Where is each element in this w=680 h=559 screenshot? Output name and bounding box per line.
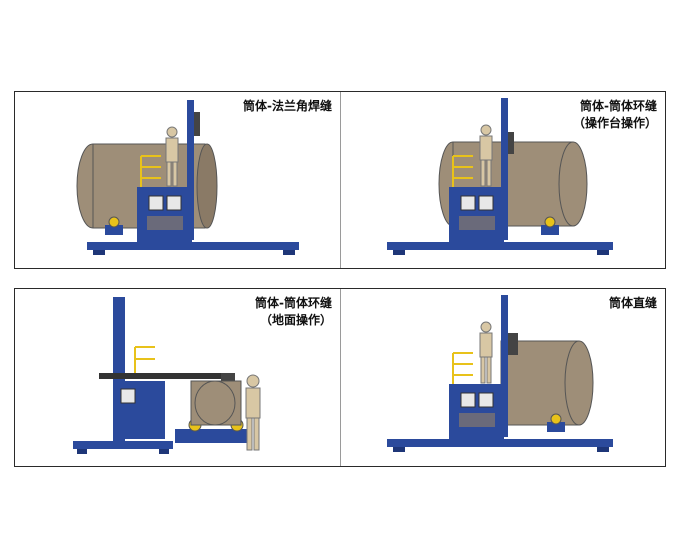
caption-line: 筒体直缝	[608, 296, 657, 310]
rail-foot	[159, 449, 169, 454]
operator-head	[246, 374, 260, 388]
operator-leg	[486, 159, 492, 187]
manipulator-column	[187, 100, 194, 240]
vessel-end-cap	[194, 380, 236, 426]
operator-leg	[486, 356, 492, 384]
weld-head	[194, 112, 200, 136]
rail-foot	[93, 250, 105, 255]
welding-manipulator-diagram	[387, 295, 613, 452]
panel-caption: 筒体直缝	[609, 295, 657, 312]
base-rail	[387, 242, 613, 250]
operator-body	[245, 387, 261, 419]
roller-bed	[541, 225, 559, 235]
operator-head	[166, 126, 178, 138]
welding-manipulator-diagram	[76, 100, 299, 255]
bottom-figure-frame: 筒体-筒体环缝 （地面操作）	[14, 288, 666, 467]
caption-line: 筒体-法兰角焊缝	[243, 99, 332, 113]
control-panel	[460, 195, 476, 211]
panel-flange-fillet-weld: 筒体-法兰角焊缝	[15, 92, 340, 268]
wire-feeder	[459, 413, 495, 427]
operator-head	[480, 124, 492, 136]
control-panel	[460, 392, 476, 408]
caption-line: （操作台操作）	[572, 116, 657, 130]
top-figure-frame: 筒体-法兰角焊缝	[14, 91, 666, 269]
caption-line: 筒体-筒体环缝	[255, 296, 332, 310]
weld-head	[508, 132, 514, 154]
operator-body	[479, 332, 493, 358]
vessel-flange	[196, 143, 218, 229]
manipulator-column	[501, 295, 508, 437]
operator-platform	[449, 384, 504, 440]
roller-bed	[175, 429, 251, 443]
base-rail	[387, 439, 613, 447]
panel-divider	[340, 289, 341, 466]
roller-bed	[547, 422, 565, 432]
operator-body	[165, 137, 179, 163]
panel-caption: 筒体-法兰角焊缝	[243, 98, 332, 115]
weld-head	[508, 333, 518, 355]
base-rail	[73, 441, 173, 449]
control-panel	[478, 195, 494, 211]
operator-head	[480, 321, 492, 333]
caption-line: 筒体-筒体环缝	[580, 99, 657, 113]
caption-line: （地面操作）	[259, 313, 332, 327]
rail-foot	[283, 250, 295, 255]
rail-foot	[597, 250, 609, 255]
operator-body	[479, 135, 493, 161]
rail-foot	[393, 447, 405, 452]
vessel-end-cap	[558, 141, 588, 227]
weld-head	[221, 373, 235, 383]
operator-leg	[480, 356, 486, 384]
rail-foot	[77, 449, 87, 454]
manipulator-boom	[99, 373, 229, 379]
panel-divider	[340, 92, 341, 268]
panel-longitudinal-seam: 筒体直缝	[341, 289, 665, 466]
operator-platform	[449, 187, 504, 243]
operator-leg	[172, 161, 178, 187]
rail-foot	[597, 447, 609, 452]
roller-wheel	[108, 216, 120, 228]
operator-leg	[480, 159, 486, 187]
control-panel	[148, 195, 164, 211]
control-panel	[478, 392, 494, 408]
panel-caption: 筒体-筒体环缝 （地面操作）	[255, 295, 332, 329]
base-rail	[87, 242, 299, 250]
rail-foot	[393, 250, 405, 255]
welding-manipulator-diagram	[73, 297, 261, 454]
panel-circ-seam-platform: 筒体-筒体环缝 （操作台操作）	[341, 92, 665, 268]
roller-wheel	[550, 413, 562, 425]
control-panel	[120, 388, 136, 404]
wire-feeder	[147, 216, 183, 230]
panel-caption: 筒体-筒体环缝 （操作台操作）	[573, 98, 657, 132]
control-panel	[166, 195, 182, 211]
operator-leg	[253, 417, 260, 451]
panel-circ-seam-ground: 筒体-筒体环缝 （地面操作）	[15, 289, 340, 466]
roller-bed	[105, 225, 123, 235]
operator-platform	[137, 187, 192, 243]
wire-feeder	[459, 216, 495, 230]
manipulator-column	[501, 98, 508, 240]
roller-wheel	[544, 216, 556, 228]
operator-leg	[166, 161, 172, 187]
vessel-end-cap	[564, 340, 594, 426]
operator-leg	[246, 417, 253, 451]
welding-manipulator-diagram	[387, 98, 613, 255]
